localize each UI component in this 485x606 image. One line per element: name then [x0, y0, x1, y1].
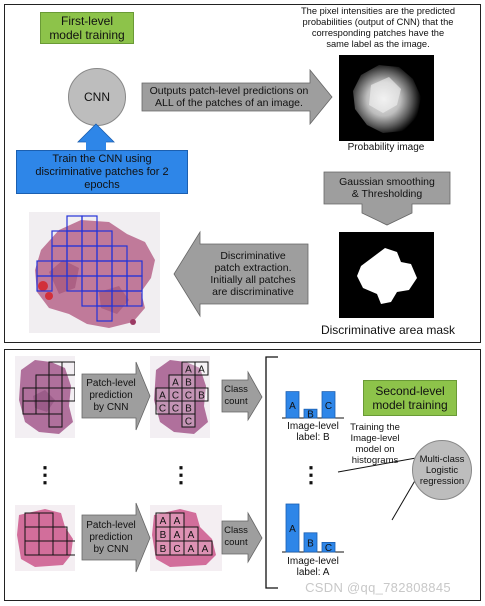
- patch-pred-text-2: Patch-level prediction by CNN: [86, 520, 136, 555]
- patch-cell: [61, 361, 75, 376]
- patch-cell: [96, 305, 113, 322]
- patch-class-label: A: [185, 365, 192, 376]
- class-count-text-1: Class count: [224, 384, 248, 407]
- patch-class-label: A: [174, 530, 181, 541]
- histogram-label-b: A B C: [282, 391, 344, 420]
- histogram-bar-label: A: [289, 401, 296, 412]
- patch-class-label: A: [172, 378, 179, 389]
- patch-class-label: C: [185, 391, 192, 402]
- histogram-bar: [303, 408, 318, 419]
- extraction-arrow-text: Discriminative patch extraction. Initial…: [210, 250, 296, 298]
- gaussian-arrow: [323, 171, 451, 226]
- histogram-bar-label: A: [289, 524, 296, 535]
- histogram-bracket: [265, 356, 278, 589]
- patch-pred-arrow-1: [81, 361, 151, 431]
- patch-cell: [48, 413, 63, 428]
- ellipsis-right: ⋮: [300, 462, 322, 487]
- patch-class-label: B: [185, 378, 192, 389]
- histogram-bar-label: B: [307, 410, 314, 420]
- probability-caption: Probability image: [347, 142, 425, 153]
- outputs-arrow: [141, 68, 333, 126]
- tissue-slide-top: [29, 212, 160, 333]
- class-count-text-2: Class count: [224, 525, 248, 548]
- patch-class-label: C: [172, 404, 179, 415]
- patch-class-label: A: [160, 516, 167, 527]
- class-count-arrow-1: [221, 370, 263, 422]
- gaussian-arrow-text: Gaussian smoothing & Thresholding: [339, 176, 435, 200]
- patch-class-label: A: [202, 544, 209, 555]
- patch-cell: [194, 387, 209, 402]
- probability-image: [339, 55, 434, 141]
- logistic-regression-node: Multi-class Logistic regression: [412, 440, 472, 500]
- histogram-bar-label: B: [307, 538, 314, 549]
- patch-class-label: B: [185, 404, 192, 415]
- patch-class-label: C: [159, 404, 166, 415]
- extraction-arrow: [173, 230, 309, 318]
- patch-cell: [197, 540, 213, 556]
- histogram-bar: [303, 532, 318, 553]
- patch-class-label: B: [198, 391, 205, 402]
- patch-cell: [36, 275, 53, 292]
- histogram-bar-label: C: [325, 543, 332, 554]
- patch-class-label: A: [188, 544, 195, 555]
- class-count-arrow-2: [221, 511, 263, 564]
- patch-cell: [181, 413, 196, 428]
- histogram-bar: [285, 503, 300, 553]
- ellipsis-middle: ⋮: [170, 462, 192, 487]
- patch-class-label: A: [174, 516, 181, 527]
- histogram-bar: [321, 391, 336, 419]
- patch-grid-top: [36, 215, 143, 322]
- top-arrows: [77, 68, 451, 318]
- patch-cell: [194, 361, 209, 376]
- patch-pred-arrow-2: [81, 502, 151, 573]
- patch-pred-text-1: Patch-level prediction by CNN: [86, 378, 136, 413]
- histogram-b-caption: Image-level label: B: [287, 421, 339, 443]
- training-note: Training the Image-level model on histog…: [350, 422, 400, 466]
- histogram-bar: [321, 542, 336, 553]
- histogram-bar-label: C: [325, 401, 332, 412]
- patch-class-label: C: [173, 544, 180, 555]
- outputs-arrow-text: Outputs patch-level predictions on ALL o…: [149, 85, 309, 109]
- patch-class-label: C: [185, 417, 192, 428]
- patch-class-label: B: [160, 544, 167, 555]
- patch-cell: [66, 540, 75, 556]
- mask-caption: Discriminative area mask: [320, 323, 456, 337]
- patch-class-label: A: [188, 530, 195, 541]
- patch-class-label: C: [172, 391, 179, 402]
- watermark: CSDN @qq_782808845: [305, 580, 451, 595]
- patch-grid-row1-left: [22, 361, 75, 428]
- first-level-title: First-level model training: [40, 12, 134, 44]
- train-cnn-box: Train the CNN using discriminative patch…: [16, 150, 188, 194]
- patch-cell: [61, 387, 75, 402]
- patch-class-label: A: [198, 365, 205, 376]
- mask-image: [339, 232, 434, 318]
- patch-grid-row2-left: [24, 512, 75, 556]
- patch-class-label: A: [159, 391, 166, 402]
- patch-class-label: B: [160, 530, 167, 541]
- ellipsis-left: ⋮: [34, 462, 56, 487]
- histogram-bar: [285, 391, 300, 419]
- patch-cell: [126, 290, 143, 307]
- second-level-title: Second-level model training: [363, 380, 457, 416]
- intensity-note: The pixel intensities are the predicted …: [300, 6, 455, 49]
- histogram-a-caption: Image-level label: A: [287, 556, 339, 578]
